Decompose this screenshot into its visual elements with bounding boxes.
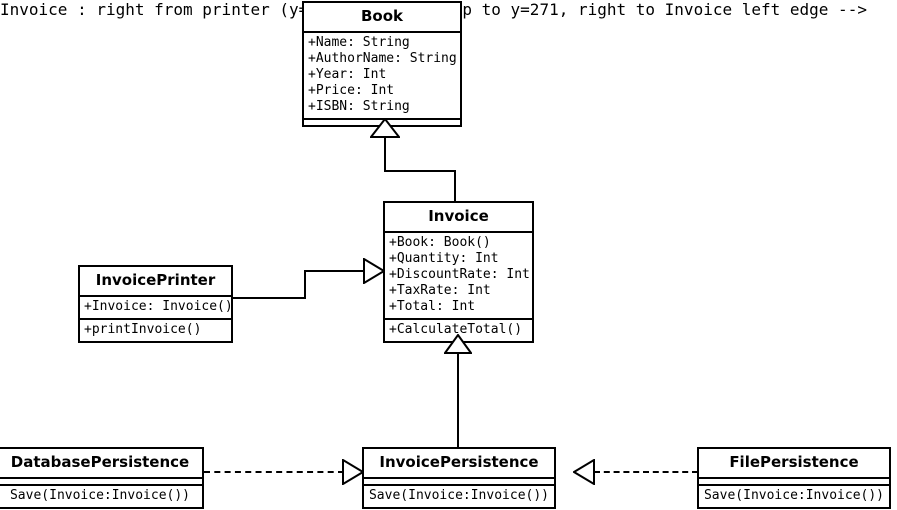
class-attributes-invoicepersistence <box>364 477 554 484</box>
attribute-row: +Quantity: Int <box>389 251 499 266</box>
realization-databasepersistence-invoicepersistence-line <box>204 471 344 473</box>
generalization-invoice-book-segment-vertical-upper <box>384 135 386 172</box>
generalization-invoice-book-segment-horizontal <box>384 170 456 172</box>
class-attributes-invoiceprinter: +Invoice: Invoice() <box>80 295 233 318</box>
class-operations-book <box>304 118 460 125</box>
class-operations-filepersistence: Save(Invoice:Invoice()) <box>699 484 889 507</box>
operation-row: Save(Invoice:Invoice()) <box>368 488 549 503</box>
generalization-arrowhead-invoice-bottom <box>444 334 472 354</box>
attribute-row: +Invoice: Invoice() <box>84 299 233 314</box>
class-operations-invoiceprinter: +printInvoice() <box>80 318 231 341</box>
attribute-row: +Total: Int <box>389 299 476 314</box>
association-invoiceprinter-invoice-segment-vertical <box>304 270 306 299</box>
class-operations-databasepersistence: Save(Invoice:Invoice()) <box>0 484 202 507</box>
class-attributes-filepersistence <box>699 477 889 484</box>
generalization-invoice-book-segment-vertical-lower <box>454 170 456 203</box>
class-name-invoice: Invoice <box>428 207 489 225</box>
operation-row: Save(Invoice:Invoice()) <box>703 488 884 503</box>
attribute-row: +Price: Int <box>308 83 395 98</box>
class-box-book[interactable]: Book +Name: String +AuthorName: String +… <box>302 1 462 127</box>
class-operations-invoice: +CalculateTotal() <box>385 318 532 341</box>
operation-row: Save(Invoice:Invoice()) <box>9 488 190 503</box>
association-invoiceprinter-invoice-segment-lower <box>232 297 306 299</box>
class-name-book: Book <box>360 7 404 25</box>
class-attributes-book: +Name: String +AuthorName: String +Year:… <box>304 31 460 118</box>
attribute-row: +Book: Book() <box>389 235 491 250</box>
class-attributes-databasepersistence <box>0 477 202 484</box>
attribute-row: +AuthorName: String <box>308 51 457 66</box>
realization-arrowhead-invoicepersistence-left <box>342 459 364 485</box>
attribute-row: +TaxRate: Int <box>389 283 491 298</box>
class-name-invoiceprinter: InvoicePrinter <box>95 271 216 289</box>
class-box-filepersistence[interactable]: FilePersistence Save(Invoice:Invoice()) <box>697 447 891 509</box>
class-box-invoiceprinter[interactable]: InvoicePrinter +Invoice: Invoice() +prin… <box>78 265 233 343</box>
generalization-arrowhead-book <box>370 118 400 138</box>
class-name-invoicepersistence: InvoicePersistence <box>379 453 539 471</box>
class-box-invoice[interactable]: Invoice +Book: Book() +Quantity: Int +Di… <box>383 201 534 343</box>
attribute-row: +Year: Int <box>308 67 387 82</box>
association-invoiceprinter-invoice-segment-upper <box>304 270 364 272</box>
class-box-databasepersistence[interactable]: DatabasePersistence Save(Invoice:Invoice… <box>0 447 204 509</box>
attribute-row: +Name: String <box>308 35 410 50</box>
class-name-filepersistence: FilePersistence <box>729 453 859 471</box>
generalization-invoicepersistence-invoice-segment <box>457 352 459 448</box>
class-box-invoicepersistence[interactable]: InvoicePersistence Save(Invoice:Invoice(… <box>362 447 556 509</box>
operation-row: +CalculateTotal() <box>389 322 523 337</box>
realization-filepersistence-invoicepersistence-line <box>594 471 698 473</box>
realization-arrowhead-invoicepersistence-right <box>573 459 595 485</box>
attribute-row: +DiscountRate: Int <box>389 267 530 282</box>
association-arrowhead-invoice-left <box>363 258 385 284</box>
class-name-databasepersistence: DatabasePersistence <box>10 453 190 471</box>
attribute-row: +ISBN: String <box>308 99 410 114</box>
class-operations-invoicepersistence: Save(Invoice:Invoice()) <box>364 484 554 507</box>
operation-row: +printInvoice() <box>84 322 202 337</box>
class-attributes-invoice: +Book: Book() +Quantity: Int +DiscountRa… <box>385 231 532 318</box>
